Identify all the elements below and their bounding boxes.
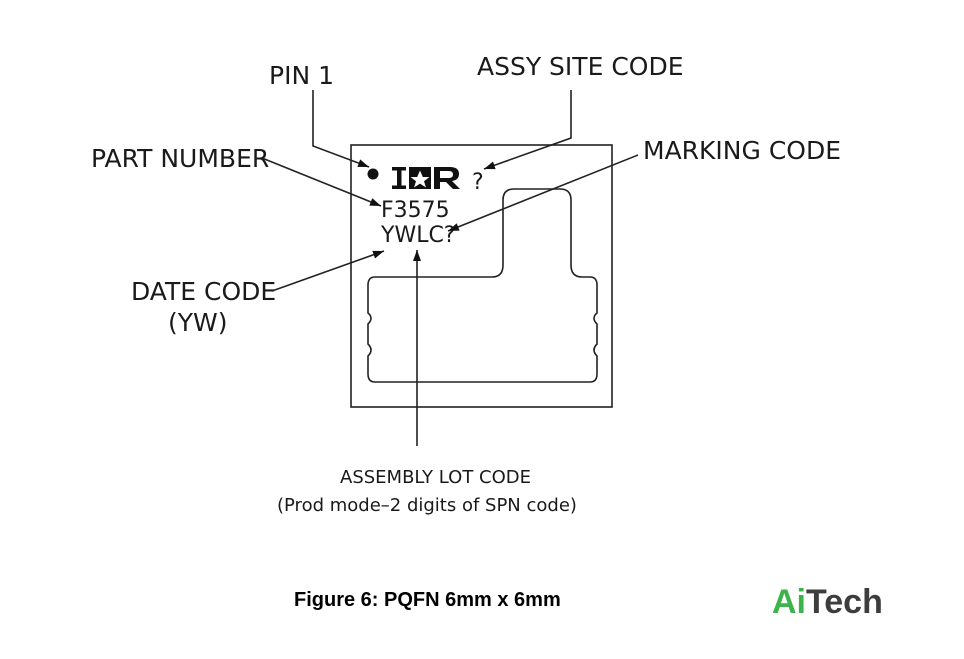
label-date-code-sub: (YW) [168,308,228,337]
date-lot-mark: YWLC? [380,223,456,248]
date-code-leader [271,250,385,292]
site-code-char: ? [472,170,484,195]
label-date-code: DATE CODE [131,277,276,306]
assy-site-leader [483,90,572,170]
label-part-number: PART NUMBER [91,144,269,173]
part-number-leader [261,157,382,207]
pin1-leader [312,90,370,168]
aitech-logo-ai: Ai [772,583,806,621]
exposed-pad-outline [367,188,598,383]
aitech-logo-tech: Tech [806,583,883,621]
ior-logo: IR [392,167,460,189]
part-number-mark: F3575 [381,198,450,223]
label-assy-site-code: ASSY SITE CODE [477,52,684,81]
label-marking-code: MARKING CODE [643,136,841,165]
figure-caption: Figure 6: PQFN 6mm x 6mm [294,589,561,611]
label-pin1: PIN 1 [269,61,334,90]
marking-code-leader [447,154,639,232]
aitech-logo: AiTech [772,583,883,621]
package-outline [350,144,613,408]
label-assembly-lot-code: ASSEMBLY LOT CODE [340,467,531,488]
pin1-dot [367,168,379,180]
label-assembly-lot-code-sub: (Prod mode–2 digits of SPN code) [277,495,577,516]
